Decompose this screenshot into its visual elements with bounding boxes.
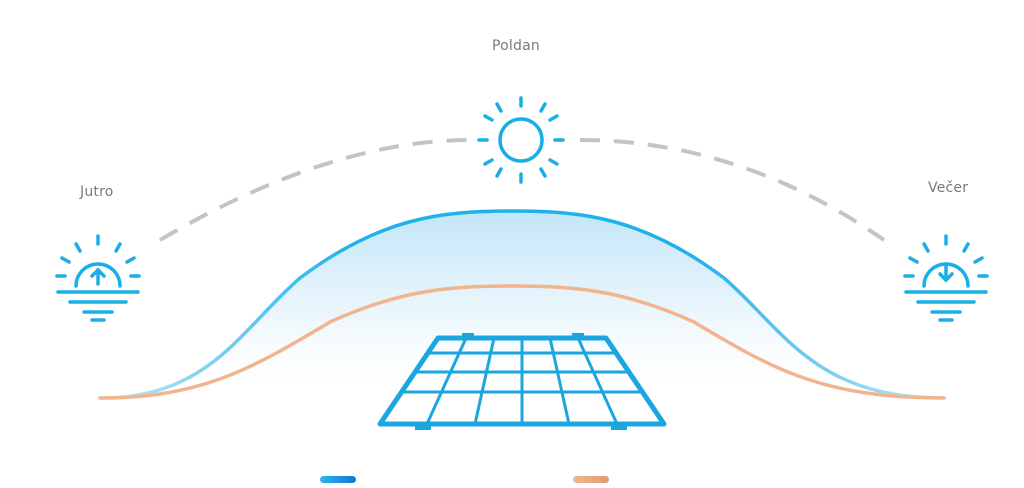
sun-path-arc bbox=[158, 138, 471, 242]
sun-path-arc bbox=[579, 138, 886, 242]
label-evening: Večer bbox=[928, 180, 969, 196]
production-area bbox=[100, 211, 944, 398]
sunrise-icon bbox=[55, 234, 141, 322]
sun-icon bbox=[477, 96, 565, 184]
legend-swatch-blue bbox=[320, 476, 356, 483]
consumption-curve-orange bbox=[98, 284, 946, 400]
label-morning: Jutro bbox=[80, 184, 114, 200]
sunset-icon bbox=[903, 234, 989, 322]
label-noon: Poldan bbox=[492, 38, 540, 54]
solar-panel-icon bbox=[377, 333, 667, 430]
legend-swatch-orange bbox=[573, 476, 609, 483]
production-curve-blue bbox=[98, 209, 946, 400]
